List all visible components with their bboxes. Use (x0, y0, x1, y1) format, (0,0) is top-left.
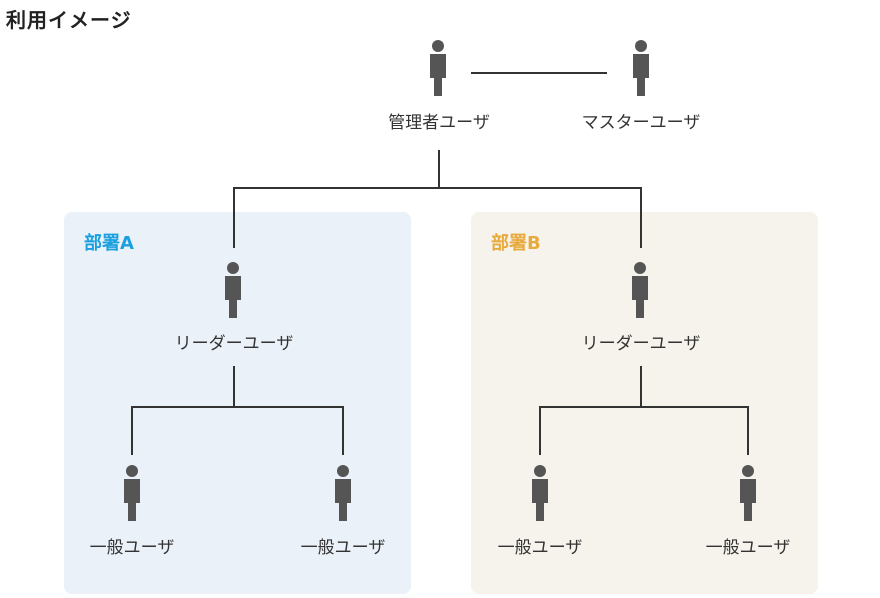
dept-a-member-2-label: 一般ユーザ (300, 538, 386, 558)
dept-b-member-2-label: 一般ユーザ (705, 538, 791, 558)
dept-a-members-branch (131, 406, 344, 455)
dept-b-member-1-person-icon (528, 465, 552, 523)
dept-b-members-branch (539, 406, 749, 455)
page-title: 利用イメージ (6, 8, 132, 32)
dept-a-member-1-person-icon (120, 465, 144, 523)
dept-a-member-2-person-icon (331, 465, 355, 523)
admin-person-icon (426, 40, 450, 98)
master-user-label: マスターユーザ (581, 113, 701, 133)
leaders-branch-connector (233, 187, 642, 248)
dept-b-leader-label: リーダーユーザ (581, 334, 701, 354)
dept-b-panel (471, 212, 818, 594)
dept-a-title: 部署A (84, 233, 134, 254)
dept-a-member-1-label: 一般ユーザ (89, 538, 175, 558)
dept-a-leader-label: リーダーユーザ (174, 334, 294, 354)
dept-b-member-1-label: 一般ユーザ (497, 538, 583, 558)
admin-user-label: 管理者ユーザ (388, 113, 490, 133)
dept-a-leader-person-icon (221, 262, 245, 320)
dept-b-member-2-person-icon (736, 465, 760, 523)
master-person-icon (629, 40, 653, 98)
dept-b-title: 部署B (491, 233, 541, 254)
dept-a-panel (64, 212, 411, 594)
dept-b-leader-person-icon (628, 262, 652, 320)
